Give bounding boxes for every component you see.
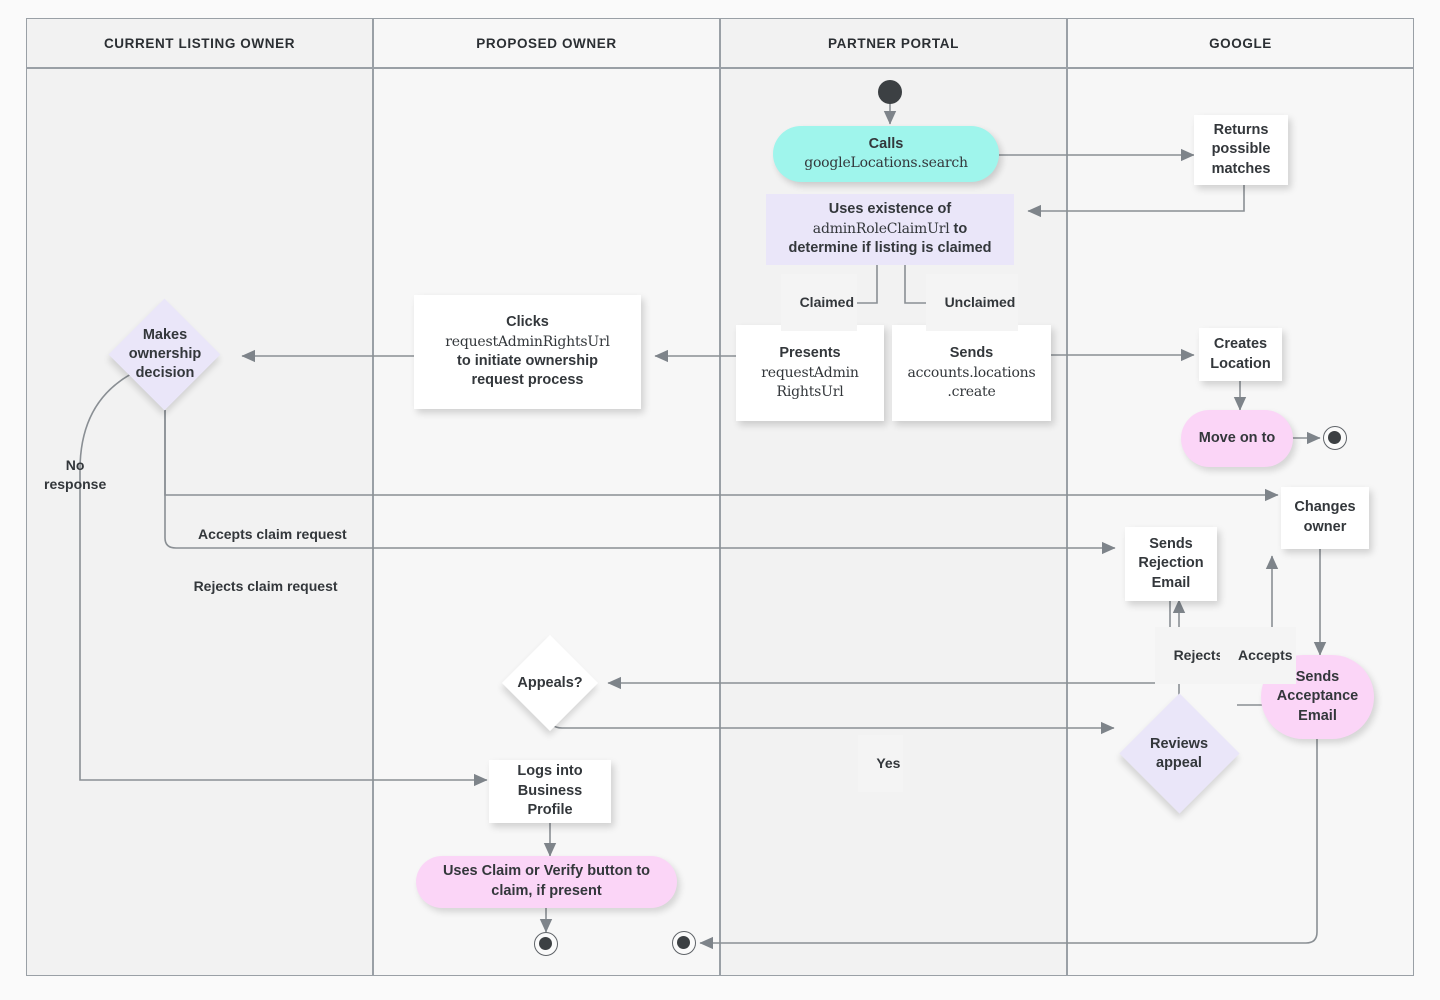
node-line-3: .create xyxy=(947,383,996,400)
node-reviews-appeal[interactable]: Reviews appeal xyxy=(1119,693,1240,814)
node-sends-acceptance-email[interactable]: Sends Acceptance Email xyxy=(1261,655,1374,739)
node-label: Sends Acceptance Email xyxy=(1276,668,1359,724)
node-changes-owner[interactable]: Changes owner xyxy=(1281,487,1369,549)
node-line-1: Clicks xyxy=(506,314,549,331)
edge-label-unclaimed: Unclaimed xyxy=(926,274,1019,331)
node-line-1: Sends xyxy=(949,345,994,362)
end-node-partner-portal xyxy=(672,931,696,955)
lane-header-current-listing-owner: CURRENT LISTING OWNER xyxy=(26,18,373,68)
lane-header-google: GOOGLE xyxy=(1067,18,1414,68)
edge-label-yes: Yes xyxy=(858,735,904,792)
node-label: Appeals? xyxy=(517,674,583,691)
edge-label-accepts-claim-request: Accepts claim request xyxy=(198,525,347,542)
node-label: Move on to xyxy=(1198,429,1276,446)
node-clicks-requestadminrightsurl[interactable]: Clicks requestAdminRightsUrl to initiate… xyxy=(414,295,641,409)
node-line-2-suffix: to xyxy=(949,220,968,237)
node-label: Logs into Business Profile xyxy=(517,763,583,819)
lane-header-label: CURRENT LISTING OWNER xyxy=(103,35,296,51)
node-line-2-code: adminRoleClaimUrl xyxy=(812,220,950,237)
edge-label-no-response: No response xyxy=(44,456,107,492)
lane-body-proposed-owner xyxy=(373,68,720,976)
edge-label-accepts: Accepts xyxy=(1220,627,1296,684)
node-uses-claim-or-verify-button[interactable]: Uses Claim or Verify button to claim, if… xyxy=(416,856,677,908)
node-line-2: requestAdminRightsUrl xyxy=(445,333,610,350)
node-uses-existence-adminroleclaimurl[interactable]: Uses existence of adminRoleClaimUrl to d… xyxy=(766,194,1014,265)
node-appeals-decision[interactable]: Appeals? xyxy=(501,634,599,732)
node-line-3: RightsUrl xyxy=(776,383,844,400)
node-calls-googlelocations-search[interactable]: Calls googleLocations.search xyxy=(773,126,999,182)
node-sends-rejection-email[interactable]: Sends Rejection Email xyxy=(1125,527,1217,601)
edge-label-rejects-claim-request: Rejects claim request xyxy=(193,577,338,594)
node-line-4: request process xyxy=(471,372,584,389)
node-line-2: accounts.locations xyxy=(907,364,1036,381)
lane-header-label: PROPOSED OWNER xyxy=(476,35,617,51)
edge-label-claimed: Claimed xyxy=(781,274,858,331)
node-line-1: Calls xyxy=(868,135,904,152)
lane-header-partner-portal: PARTNER PORTAL xyxy=(720,18,1067,68)
node-creates-location[interactable]: Creates Location xyxy=(1199,328,1282,381)
node-line-2: requestAdmin xyxy=(761,364,859,381)
lane-header-proposed-owner: PROPOSED OWNER xyxy=(373,18,720,68)
node-label: Returns possible matches xyxy=(1211,121,1271,177)
node-label: Sends Rejection Email xyxy=(1138,535,1204,591)
node-presents-requestadminrightsurl[interactable]: Presents requestAdmin RightsUrl xyxy=(736,325,884,421)
node-label: Reviews appeal xyxy=(1149,735,1209,771)
node-label: Creates Location xyxy=(1210,335,1271,372)
start-node xyxy=(878,80,902,104)
node-returns-possible-matches[interactable]: Returns possible matches xyxy=(1194,115,1288,185)
end-node-proposed-owner xyxy=(534,932,558,956)
edge-label-rejects: Rejects xyxy=(1155,627,1227,684)
lane-header-label: PARTNER PORTAL xyxy=(828,35,959,51)
node-line-1: Presents xyxy=(779,345,841,362)
lane-header-label: GOOGLE xyxy=(1209,35,1272,51)
node-label: Makes ownership decision xyxy=(128,327,202,381)
node-line-1: Uses existence of xyxy=(828,201,952,218)
node-line-3: determine if listing is claimed xyxy=(788,240,992,257)
node-label: Uses Claim or Verify button to claim, if… xyxy=(442,863,651,899)
node-line-2: googleLocations.search xyxy=(804,155,968,172)
node-sends-accounts-locations-create[interactable]: Sends accounts.locations .create xyxy=(892,325,1051,421)
node-line-3: to initiate ownership xyxy=(457,352,598,369)
node-label: Changes owner xyxy=(1294,499,1356,535)
node-logs-into-business-profile[interactable]: Logs into Business Profile xyxy=(489,760,611,823)
end-node-google xyxy=(1323,426,1347,450)
node-makes-ownership-decision[interactable]: Makes ownership decision xyxy=(108,298,221,411)
node-move-on-to[interactable]: Move on to xyxy=(1181,410,1293,467)
